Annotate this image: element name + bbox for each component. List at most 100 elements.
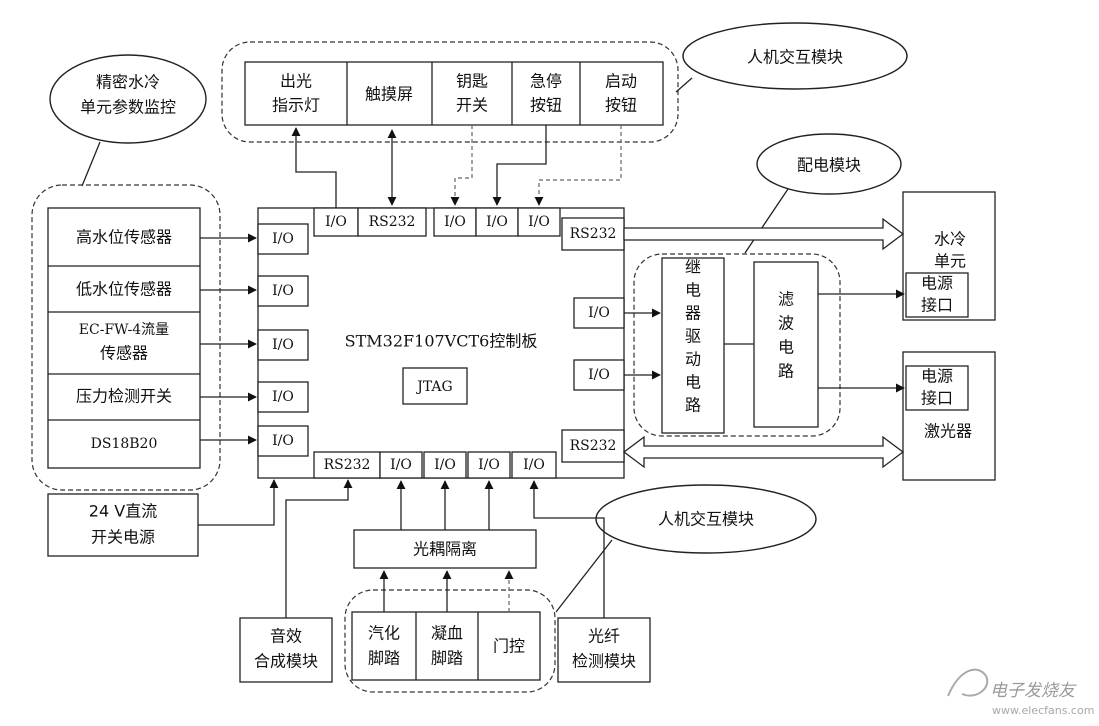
port-rs232-bottom: RS232 (324, 457, 371, 473)
port-io-left-4: I/O (272, 389, 294, 405)
ds18b20-label: DS18B20 (91, 436, 158, 452)
box-label: 接口 (921, 389, 953, 408)
jtag-port (402, 367, 468, 405)
vertical-char: 驱 (685, 327, 701, 346)
port-io-top-1: I/O (325, 214, 347, 230)
laser-box: 电源 接口 激光器 (902, 351, 996, 481)
hmi-bottom-group (344, 589, 556, 693)
light-indicator-box: 出光 指示灯 (272, 72, 320, 115)
vertical-char: 路 (685, 396, 701, 415)
audio-module-box: 音效 合成模块 (239, 617, 333, 683)
relay-arrows (624, 308, 661, 380)
box-label: 启动 (605, 72, 637, 91)
hmi-top-row: 出光 指示灯 触摸屏 钥匙 开关 急停 按钮 启动 按钮 (244, 61, 664, 126)
box-label: 水冷 (934, 230, 966, 249)
box-label: 接口 (921, 296, 953, 315)
port-io-bottom-2: I/O (434, 457, 456, 473)
pressure-switch-label: 压力检测开关 (76, 387, 172, 406)
port-io-right-1: I/O (588, 305, 610, 321)
port-rs232-top: RS232 (369, 214, 416, 230)
vertical-char: 继 (685, 258, 701, 277)
low-water-sensor-label: 低水位传感器 (76, 280, 172, 299)
port-io-top-3: I/O (486, 214, 508, 230)
start-button-box: 启动 按钮 (605, 72, 637, 115)
rs232-bus-to-laser (622, 435, 905, 469)
controller-board: STM32F107VCT6控制板 JTAG I/O RS232 I/O I/O … (257, 207, 625, 479)
power-distribution-group (633, 253, 841, 437)
box-label: 出光 (280, 72, 312, 91)
port-io-right-2: I/O (588, 367, 610, 383)
filter-circuit-box: 滤 波 电 路 (753, 261, 819, 428)
vertical-char: 动 (685, 350, 701, 369)
watermark: 电子发烧友 www.elecfans.com (947, 668, 1094, 717)
vaporize-pedal-label: 脚踏 (368, 649, 400, 668)
controller-title: STM32F107VCT6控制板 (345, 332, 538, 351)
vaporize-pedal-label: 汽化 (368, 624, 400, 643)
sensor-group (31, 184, 221, 491)
box-label: 光耦隔离 (413, 540, 477, 559)
sensor-arrows (200, 233, 257, 445)
hmi-top-callout: 人机交互模块 (675, 22, 908, 93)
box-label: 急停 (530, 72, 562, 91)
box-label: 指示灯 (272, 96, 320, 115)
box-label: 开关电源 (91, 528, 155, 547)
jtag-label: JTAG (415, 379, 452, 395)
callout-label-line1: 精密水冷 (96, 73, 160, 92)
vertical-char: 滤 (778, 290, 794, 309)
box-label: 按钮 (605, 96, 637, 115)
watermark-logo-icon (947, 668, 989, 697)
port-io-left-2: I/O (272, 283, 294, 299)
box-label: 电源 (921, 274, 953, 293)
vertical-char: 波 (778, 314, 794, 333)
box-label: 电源 (921, 367, 953, 386)
port-io-top-4: I/O (528, 214, 550, 230)
box-label: 合成模块 (254, 652, 318, 671)
sensor-column: 高水位传感器 低水位传感器 EC-FW-4流量 传感器 压力检测开关 DS18B… (47, 207, 201, 469)
flow-sensor-label: EC-FW-4流量 (79, 322, 169, 338)
box-label: 单元 (934, 252, 966, 271)
box-label: 开关 (456, 96, 488, 115)
power-supply-arrow (198, 479, 279, 526)
water-cooling-unit-box: 水冷 单元 电源 接口 (902, 191, 996, 321)
box-label: 光纤 (588, 627, 620, 646)
box-label: 激光器 (924, 422, 972, 441)
port-rs232-right-bottom: RS232 (570, 438, 617, 454)
callout-label: 配电模块 (797, 156, 861, 175)
port-rs232-right-top: RS232 (570, 226, 617, 242)
high-water-sensor-label: 高水位传感器 (76, 228, 172, 247)
rs232-bus-to-cooling-unit (623, 217, 905, 251)
box-label: 检测模块 (572, 652, 636, 671)
flow-sensor-label: 传感器 (100, 344, 148, 363)
coagulation-pedal-label: 脚踏 (431, 649, 463, 668)
callout-label-line2: 单元参数监控 (80, 98, 176, 117)
box-label: 钥匙 (456, 72, 488, 91)
watermark-url: www.elecfans.com (992, 704, 1094, 717)
relay-driver-box: 继 电 器 驱 动 电 路 (661, 257, 725, 434)
port-io-left-3: I/O (272, 337, 294, 353)
port-io-bottom-4: I/O (523, 457, 545, 473)
hmi-top-arrows (291, 125, 622, 208)
door-control-label: 门控 (493, 637, 525, 656)
box-label: 触摸屏 (365, 85, 413, 104)
vertical-char: 电 (778, 338, 794, 357)
vertical-char: 路 (778, 362, 794, 381)
hmi-top-group (221, 41, 679, 143)
vertical-char: 器 (685, 304, 701, 323)
box-label: 音效 (270, 627, 302, 646)
touchscreen-box: 触摸屏 (365, 85, 413, 104)
callout-label: 人机交互模块 (658, 510, 754, 529)
port-io-top-2: I/O (444, 214, 466, 230)
power-distribution-callout: 配电模块 (744, 133, 902, 254)
optocoupler-box: 光耦隔离 (353, 529, 537, 569)
bottom-arrows (285, 479, 605, 618)
emergency-stop-box: 急停 按钮 (530, 72, 562, 115)
hmi-bottom-callout: 人机交互模块 (555, 484, 817, 613)
fiber-detect-box: 光纤 检测模块 (557, 617, 651, 683)
watermark-brand: 电子发烧友 (990, 681, 1077, 701)
port-io-left-5: I/O (272, 433, 294, 449)
power-supply-box: 24 V直流 开关电源 (47, 493, 199, 557)
key-switch-box: 钥匙 开关 (456, 72, 488, 115)
callout-label: 人机交互模块 (747, 48, 843, 67)
vertical-char: 电 (685, 281, 701, 300)
